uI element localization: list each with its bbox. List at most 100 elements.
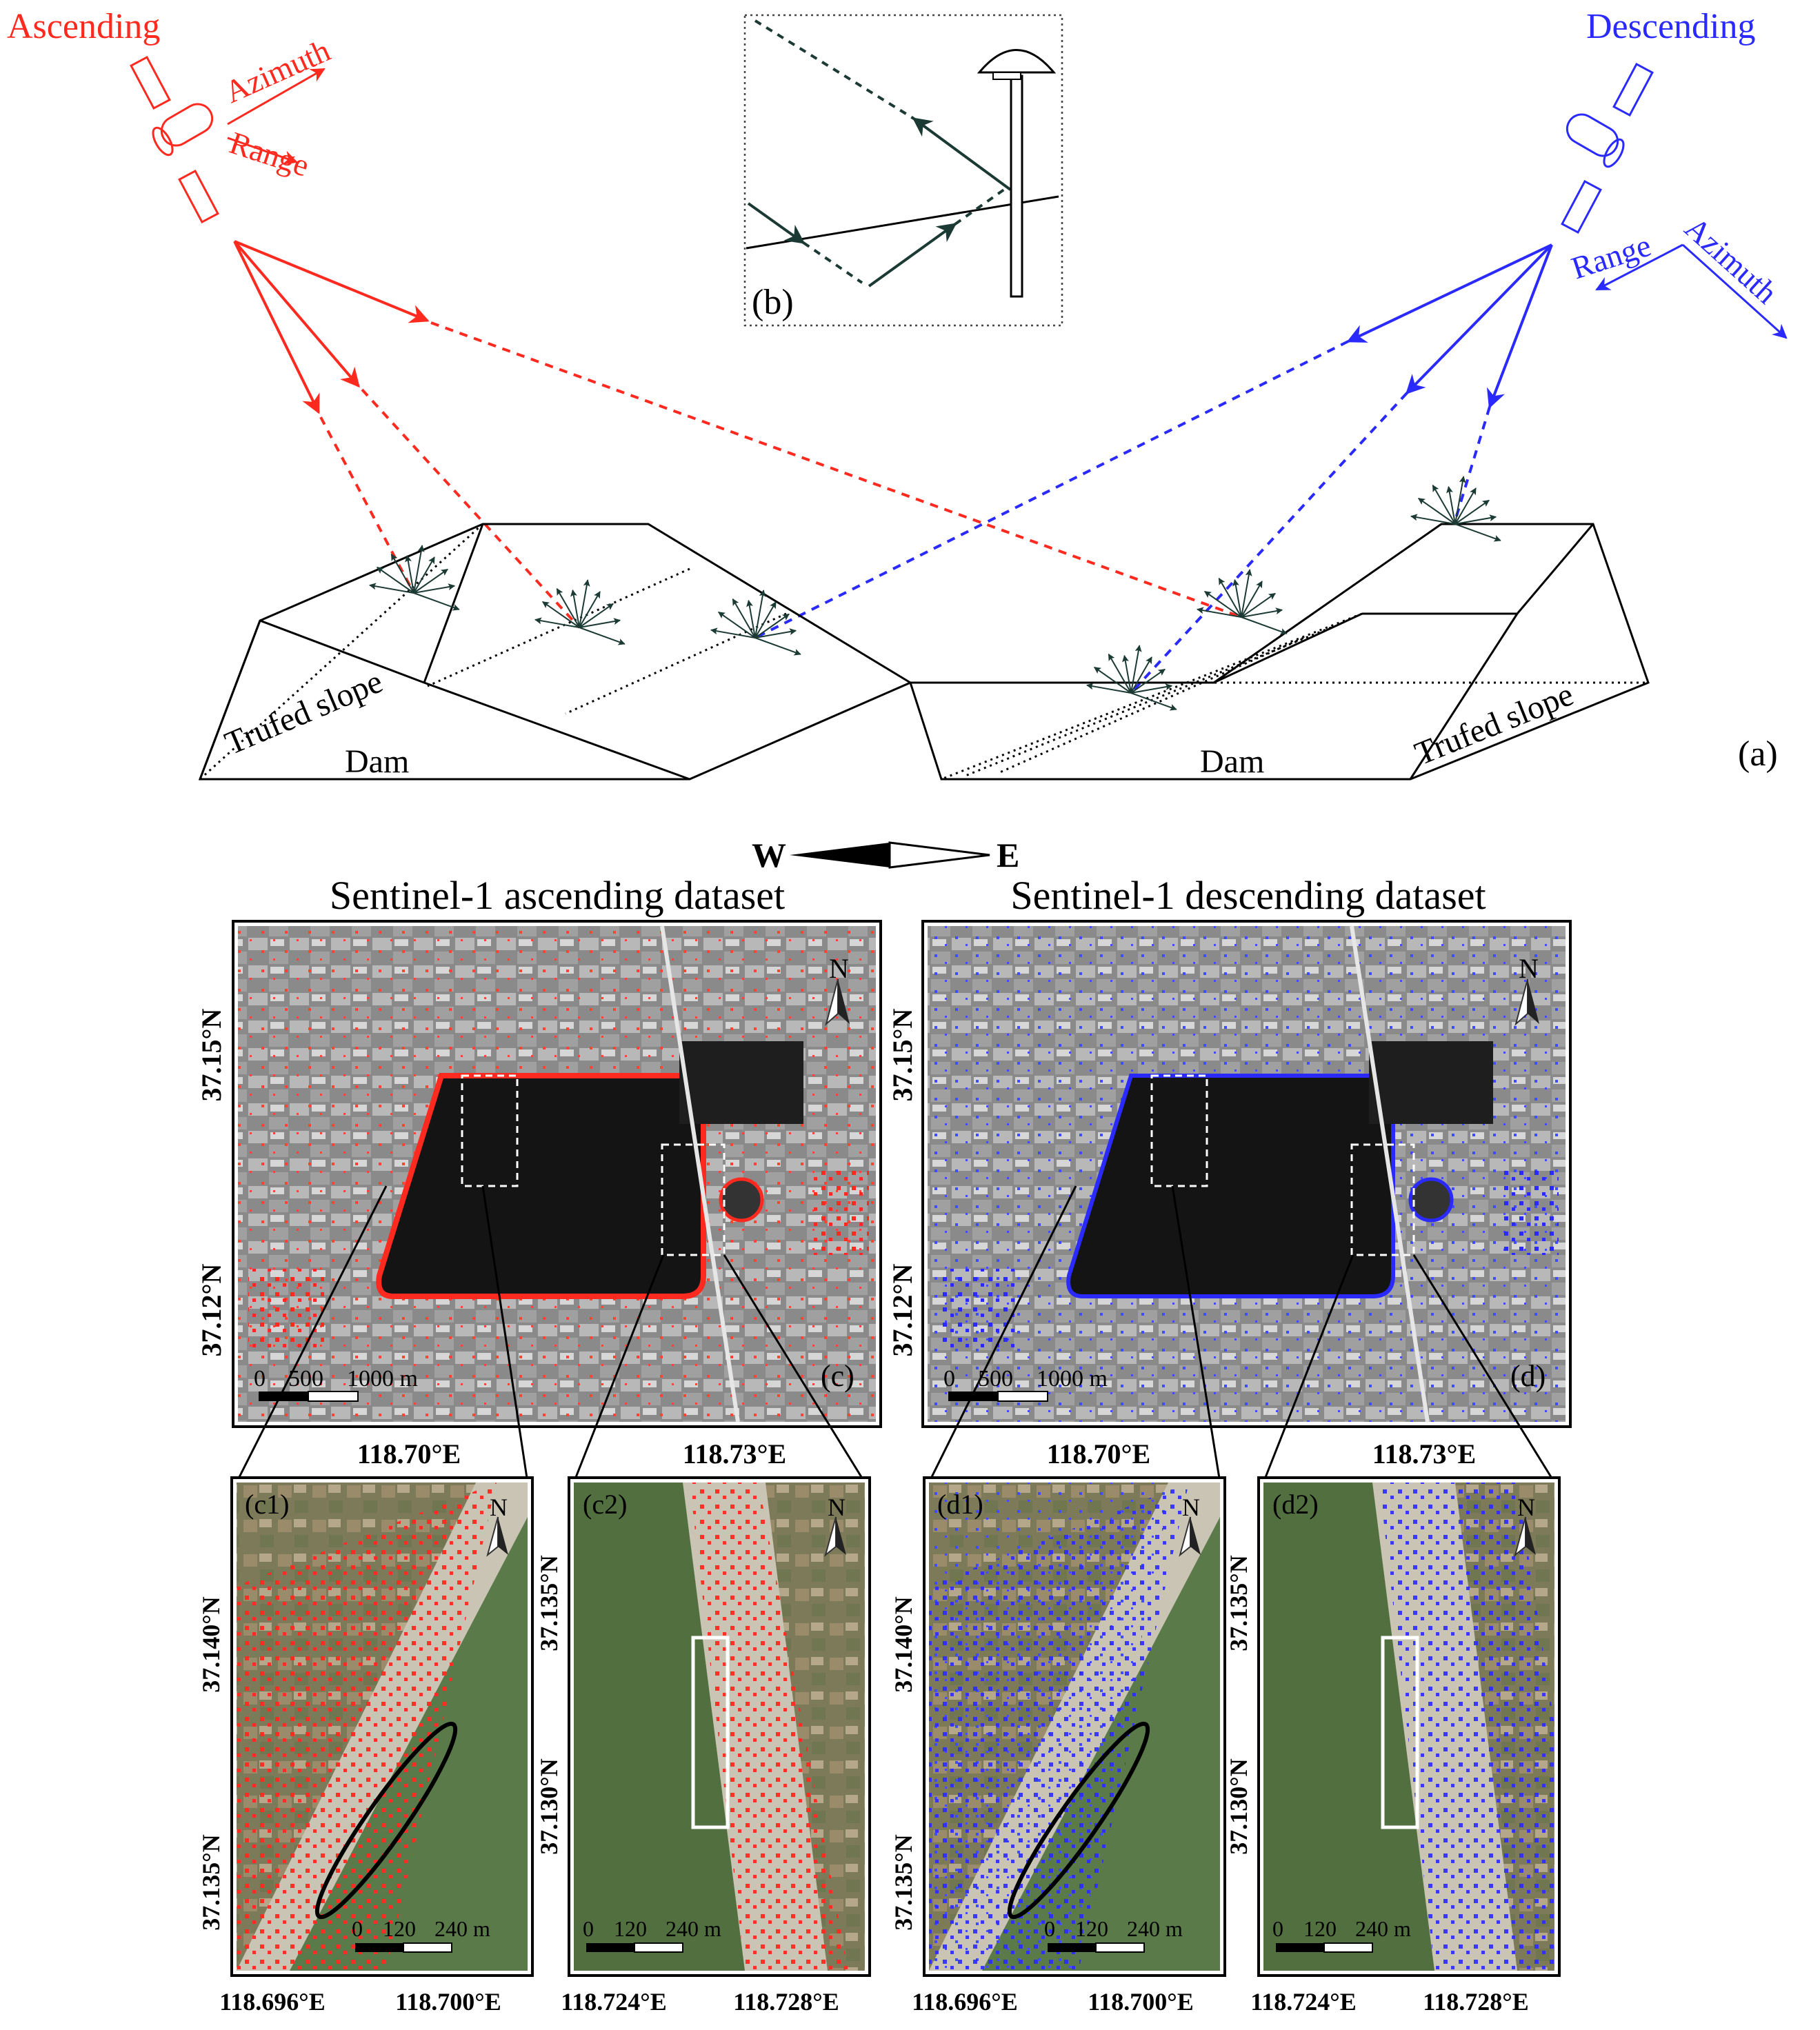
scale-d-1000: 1000 m — [1037, 1366, 1108, 1391]
scale-bar-d1: 0 120 240 m — [1044, 1916, 1183, 1953]
zoom-panel-d2: (d2) N 0 120 240 m 37.135°N 37.130°N 118… — [1225, 1476, 1561, 2016]
desc-range-arrow — [1595, 243, 1683, 291]
north-label: N — [1182, 1494, 1200, 1521]
scatter-ray — [376, 566, 414, 594]
north-arrow-icon: N — [486, 1494, 508, 1557]
scale-bar-d: 0 500 1000 m — [943, 1366, 1108, 1402]
north-label: N — [829, 953, 849, 984]
west-label: W — [752, 836, 786, 874]
panel-a-label: (a) — [1738, 734, 1778, 774]
scatter-ray — [1130, 692, 1177, 711]
highlight-rectangle — [691, 1636, 730, 1829]
range-label: Range — [226, 125, 314, 183]
scatter-ray — [405, 554, 414, 594]
scatter-ray — [1417, 497, 1456, 525]
scale-d-0: 0 — [943, 1366, 955, 1391]
scatter-ray — [534, 617, 580, 628]
scatter-ray — [413, 568, 448, 594]
c1-lon-b: 118.700°E — [395, 1988, 501, 2016]
east-label: E — [997, 836, 1019, 874]
scale-bar-c: 0 500 1000 m — [254, 1366, 418, 1402]
scale-c1-0: 0 — [352, 1916, 363, 1941]
panel-d-label: (d) — [1510, 1359, 1546, 1393]
scatter-ray — [717, 611, 756, 639]
desc-azimuth-arrow — [1681, 243, 1788, 339]
north-arrow-icon: N — [1514, 1494, 1536, 1557]
scale-bar-c1: 0 120 240 m — [352, 1916, 490, 1953]
c-lat-bottom: 37.12°N — [196, 1263, 227, 1356]
scatter-ray — [413, 545, 425, 594]
d-lon-right: 118.73°E — [1372, 1438, 1476, 1469]
scale-d1-240: 240 m — [1127, 1916, 1183, 1941]
scale-d2-120: 120 — [1303, 1916, 1337, 1941]
d1-label: (d1) — [937, 1489, 983, 1520]
north-label: N — [1517, 1494, 1535, 1521]
scatter-ray — [556, 587, 580, 628]
scatter-ray — [390, 553, 414, 594]
desc-azimuth-label: Azimuth — [1678, 210, 1784, 311]
ascending-rays — [233, 240, 430, 414]
zoom-panel-c2: (c2) N 0 120 240 m 37.135°N 37.130°N 118… — [535, 1476, 871, 2016]
d-lon-left: 118.70°E — [1047, 1438, 1150, 1469]
descending-satellite-icon — [1561, 62, 1654, 234]
north-label: N — [1519, 953, 1539, 984]
ascending-dataset-title: Sentinel-1 ascending dataset — [330, 873, 785, 918]
schematic-panel-a: Ascending Azimuth Range Descending Range… — [7, 7, 1788, 781]
c1-lat-top: 37.140°N — [197, 1596, 225, 1692]
scale-d-500: 500 — [978, 1366, 1013, 1391]
north-arrow-icon: N — [1179, 1494, 1201, 1557]
azimuth-label: Azimuth — [219, 32, 335, 110]
d2-label: (d2) — [1272, 1489, 1319, 1520]
north-arrow-icon: N — [824, 1494, 846, 1557]
highlight-rectangle — [1381, 1636, 1419, 1829]
scatter-ray — [1197, 607, 1242, 618]
inset-b: (b) — [743, 14, 1063, 327]
azimuth-arrow — [227, 68, 326, 125]
scatter-ray — [1432, 484, 1456, 525]
descending-label: Descending — [1586, 7, 1755, 46]
scatter-ray — [579, 627, 626, 645]
c1-lat-bottom: 37.135°N — [197, 1834, 225, 1930]
scatter-ray — [1093, 666, 1132, 694]
scatter-ray — [754, 590, 766, 639]
c1-lon-a: 118.696°E — [219, 1988, 325, 2016]
north-arrow-icon: N — [1514, 953, 1539, 1026]
scatter-ray — [1241, 569, 1252, 618]
scatter-ray — [413, 556, 435, 594]
c-lat-top: 37.15°N — [196, 1008, 227, 1101]
scatter-ray — [1454, 499, 1490, 525]
panel-c-label: (c) — [821, 1359, 854, 1393]
scatter-ray — [1241, 592, 1276, 618]
scatter-ray — [1241, 616, 1288, 635]
scattering-fans — [369, 476, 1501, 711]
c-lon-right: 118.73°E — [683, 1438, 786, 1469]
scatter-ray — [754, 613, 790, 639]
dam-right — [908, 523, 1650, 781]
panel-b-label: (b) — [752, 283, 794, 322]
map-panel-d: Sentinel-1 descending dataset N 0 500 10… — [887, 873, 1572, 1469]
north-label: N — [828, 1494, 846, 1521]
scatter-ray — [413, 583, 456, 594]
scatter-ray — [1454, 476, 1466, 525]
north-label: N — [490, 1494, 508, 1521]
scale-c2-240: 240 m — [666, 1916, 721, 1941]
scale-bar-d2: 0 120 240 m — [1272, 1916, 1411, 1953]
d1-lat-top: 37.140°N — [890, 1596, 917, 1692]
c2-lat-top: 37.135°N — [535, 1555, 563, 1651]
ascending-label: Ascending — [7, 7, 160, 46]
c2-label: (c2) — [583, 1489, 627, 1520]
c2-lat-bottom: 37.130°N — [535, 1758, 563, 1854]
highlight-ellipse — [314, 1721, 458, 1920]
d1-lon-a: 118.696°E — [912, 1988, 1017, 2016]
scale-c2-0: 0 — [583, 1916, 594, 1941]
c1-label: (c1) — [245, 1489, 289, 1520]
scatter-ray — [1410, 514, 1456, 525]
scale-c2-120: 120 — [614, 1916, 647, 1941]
scatter-ray — [732, 598, 756, 639]
d2-lat-top: 37.135°N — [1225, 1555, 1252, 1651]
scale-bar-c2: 0 120 240 m — [583, 1916, 721, 1953]
scatter-ray — [1241, 581, 1263, 618]
descending-rays — [1346, 243, 1553, 409]
scatter-ray — [710, 627, 756, 639]
scatter-ray — [570, 589, 580, 628]
